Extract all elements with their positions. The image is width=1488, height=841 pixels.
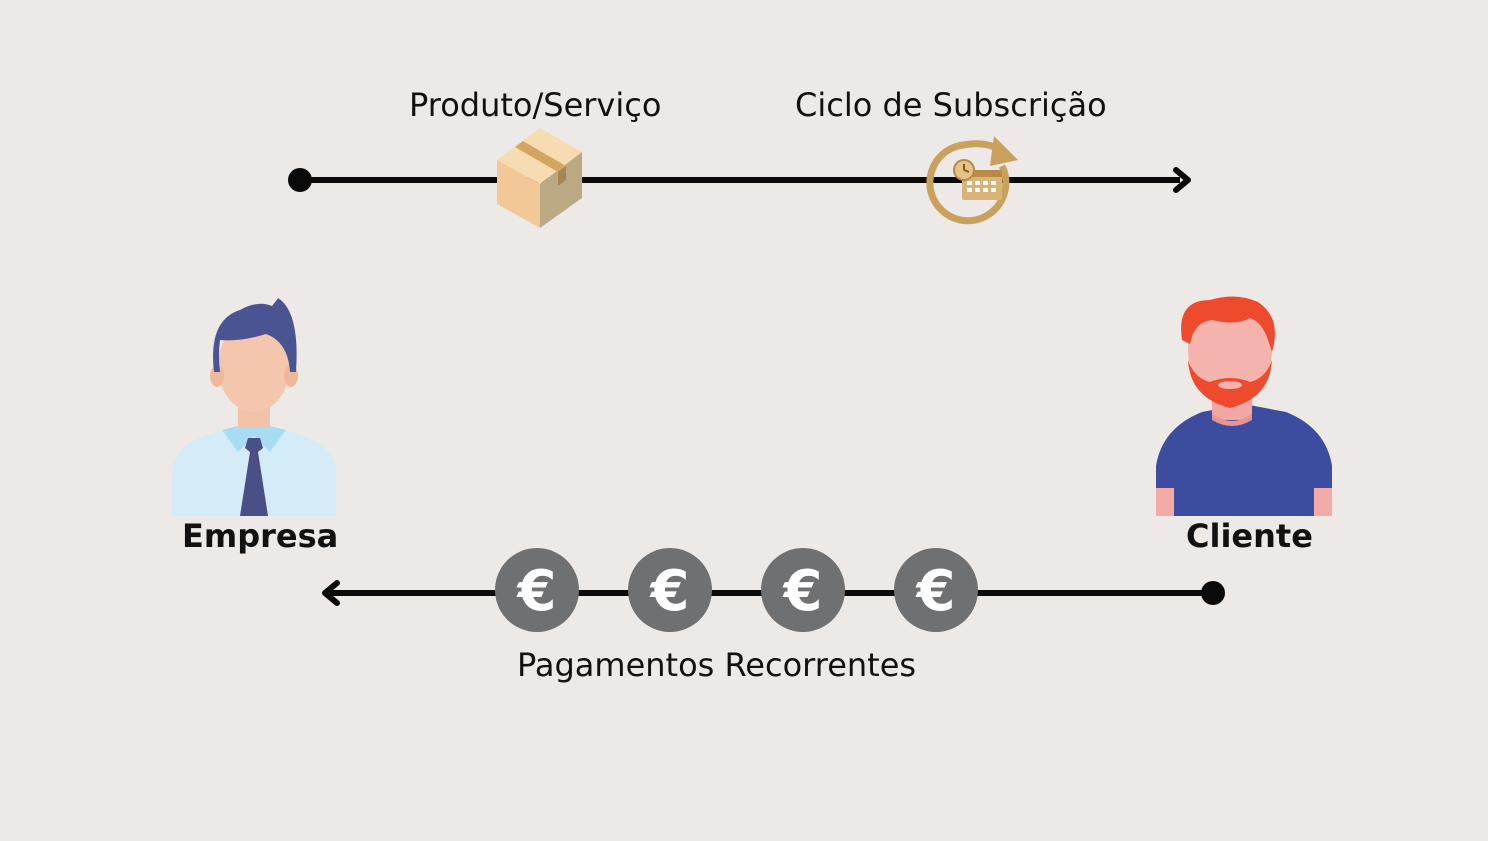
euro-coin-icon: €: [761, 548, 845, 632]
euro-coin-symbol-2: €: [649, 559, 690, 624]
company-label: Empresa: [182, 517, 339, 555]
package-box-icon: [497, 128, 582, 228]
euro-coin-symbol-3: €: [782, 559, 823, 624]
bottom-arrow-head: [322, 580, 340, 606]
euro-coin-symbol-4: €: [915, 559, 956, 624]
bearded-man-avatar-icon: [1156, 296, 1332, 516]
client-label: Cliente: [1186, 517, 1313, 555]
top-arrow-head: [1173, 167, 1191, 193]
top-flow-arrow: [288, 167, 1191, 193]
euro-coin-icon: €: [495, 548, 579, 632]
recurring-payments-label: Pagamentos Recorrentes: [517, 646, 917, 684]
businessman-avatar-icon: [172, 297, 336, 516]
calendar-cycle-icon: [926, 136, 1018, 225]
product-service-label: Produto/Serviço: [409, 86, 662, 124]
subscription-cycle-label: Ciclo de Subscrição: [795, 86, 1107, 124]
euro-coin-icon: €: [894, 548, 978, 632]
euro-coin-icon: €: [628, 548, 712, 632]
euro-coin-symbol-1: €: [516, 559, 557, 624]
